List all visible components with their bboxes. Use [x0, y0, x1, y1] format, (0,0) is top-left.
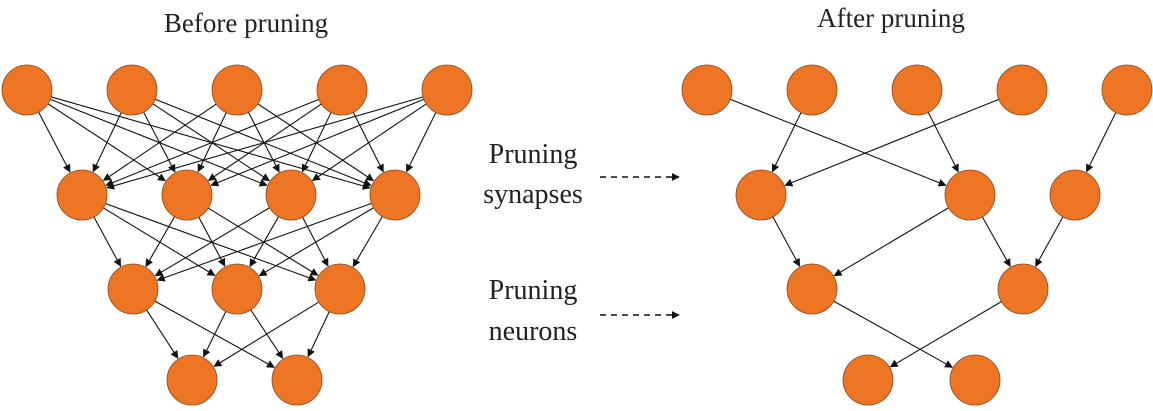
after-network: [681, 64, 1153, 406]
before-synapse-l1-0-1: [101, 206, 216, 276]
before-neuron-l3-n0: [166, 354, 218, 406]
before-synapse-l1-2-2: [301, 215, 329, 267]
before-neuron-l2-n2: [314, 263, 366, 315]
after-neuron-l0-n1: [786, 64, 838, 116]
before-neuron-l1-n1: [161, 169, 213, 221]
before-synapse-l1-0-2: [103, 202, 317, 282]
before-synapse-l1-2-1: [249, 214, 281, 268]
before-neuron-l0-n1: [106, 64, 158, 116]
before-synapse-l2-0-0: [145, 307, 179, 359]
after-title: After pruning: [817, 3, 965, 33]
before-synapse-l0-3-2: [301, 110, 333, 173]
after-neuron-l3-n1: [949, 354, 1001, 406]
before-neuron-l0-n0: [1, 64, 53, 116]
before-synapse-l0-4-1: [210, 98, 426, 187]
before-synapse-l1-1-1: [197, 215, 226, 267]
after-neuron-l0-n4: [1101, 64, 1153, 116]
after-synapse-l0-2-1: [926, 110, 959, 173]
before-synapse-l0-2-1: [197, 110, 228, 173]
before-synapse-l0-0-1: [45, 102, 166, 182]
before-neuron-l0-n3: [316, 64, 368, 116]
after-neuron-l1-n1: [944, 169, 996, 221]
pruning-synapses-line2: synapses: [483, 179, 583, 210]
before-synapse-l1-3-1: [258, 206, 376, 277]
before-synapse-l2-2-1: [307, 309, 331, 358]
after-neuron-l1-n2: [1049, 169, 1101, 221]
before-synapse-l1-3-0: [156, 202, 374, 282]
after-neuron-l0-n0: [681, 64, 733, 116]
before-synapse-l0-3-0: [105, 98, 321, 187]
before-synapse-l0-4-3: [406, 110, 438, 173]
before-synapse-l0-1-3: [153, 98, 372, 187]
after-neuron-l0-n2: [891, 64, 943, 116]
after-neuron-l2-n0: [786, 263, 838, 315]
before-neuron-l3-n1: [271, 354, 323, 406]
after-synapse-l0-4-2: [1086, 110, 1118, 173]
before-synapse-l0-1-0: [92, 110, 123, 173]
pruning-neurons-line2: neurons: [489, 316, 578, 347]
after-synapse-l1-1-1: [980, 214, 1011, 268]
before-synapse-l1-2-0: [154, 206, 272, 277]
before-neuron-l1-n2: [265, 169, 317, 221]
before-synapse-l0-2-0: [102, 102, 219, 181]
before-synapse-l0-4-0: [106, 95, 426, 190]
before-synapse-l1-1-2: [206, 206, 319, 276]
before-nodes: [1, 64, 473, 406]
after-neuron-l0-n3: [996, 64, 1048, 116]
after-neuron-l3-n0: [842, 354, 894, 406]
after-nodes: [681, 64, 1153, 406]
before-neuron-l1-n3: [369, 169, 421, 221]
before-synapse-l2-2-0: [213, 300, 321, 367]
before-neuron-l2-n0: [107, 263, 159, 315]
before-neuron-l0-n2: [211, 64, 263, 116]
before-neuron-l1-n0: [56, 169, 108, 221]
after-synapse-l0-3-0: [784, 98, 1001, 187]
pruning-synapses-line1: Pruning: [489, 139, 578, 170]
after-neuron-l2-n1: [997, 263, 1049, 315]
before-synapse-l0-0-3: [48, 95, 371, 190]
before-synapse-l2-0-1: [152, 299, 275, 368]
before-synapse-l2-1-1: [249, 307, 284, 359]
before-edges: [37, 95, 438, 368]
before-synapse-l0-1-2: [150, 102, 270, 182]
after-synapse-l2-0-1: [831, 299, 953, 368]
before-synapse-l1-1-0: [145, 214, 177, 268]
pruning-neurons-line1: Pruning: [489, 275, 578, 306]
before-network: [1, 64, 473, 406]
after-synapse-l1-0-0: [771, 214, 801, 267]
before-title: Before pruning: [164, 8, 328, 38]
before-synapse-l2-1-0: [203, 309, 228, 358]
before-synapse-l0-1-1: [142, 110, 176, 173]
after-synapse-l0-1-0: [771, 110, 803, 173]
after-synapse-l2-1-0: [889, 300, 1004, 368]
before-synapse-l0-2-3: [255, 102, 375, 182]
before-synapse-l0-2-2: [247, 110, 280, 173]
pruning-neurons-label: Pruning neurons: [489, 275, 680, 347]
before-neuron-l0-n4: [421, 64, 473, 116]
before-synapse-l0-3-3: [351, 110, 384, 173]
after-edges: [728, 98, 1118, 368]
before-synapse-l1-3-2: [352, 214, 384, 268]
after-synapse-l0-0-1: [728, 98, 947, 187]
before-synapse-l0-0-0: [37, 110, 71, 173]
after-synapse-l1-2-1: [1035, 214, 1065, 267]
before-synapse-l0-4-2: [311, 102, 429, 181]
before-synapse-l1-0-0: [92, 214, 122, 267]
before-neuron-l2-n1: [211, 263, 263, 315]
before-synapse-l0-0-2: [48, 97, 268, 187]
pruning-synapses-label: Pruning synapses: [483, 139, 680, 210]
after-neuron-l1-n0: [735, 169, 787, 221]
after-synapse-l1-1-0: [833, 206, 951, 277]
